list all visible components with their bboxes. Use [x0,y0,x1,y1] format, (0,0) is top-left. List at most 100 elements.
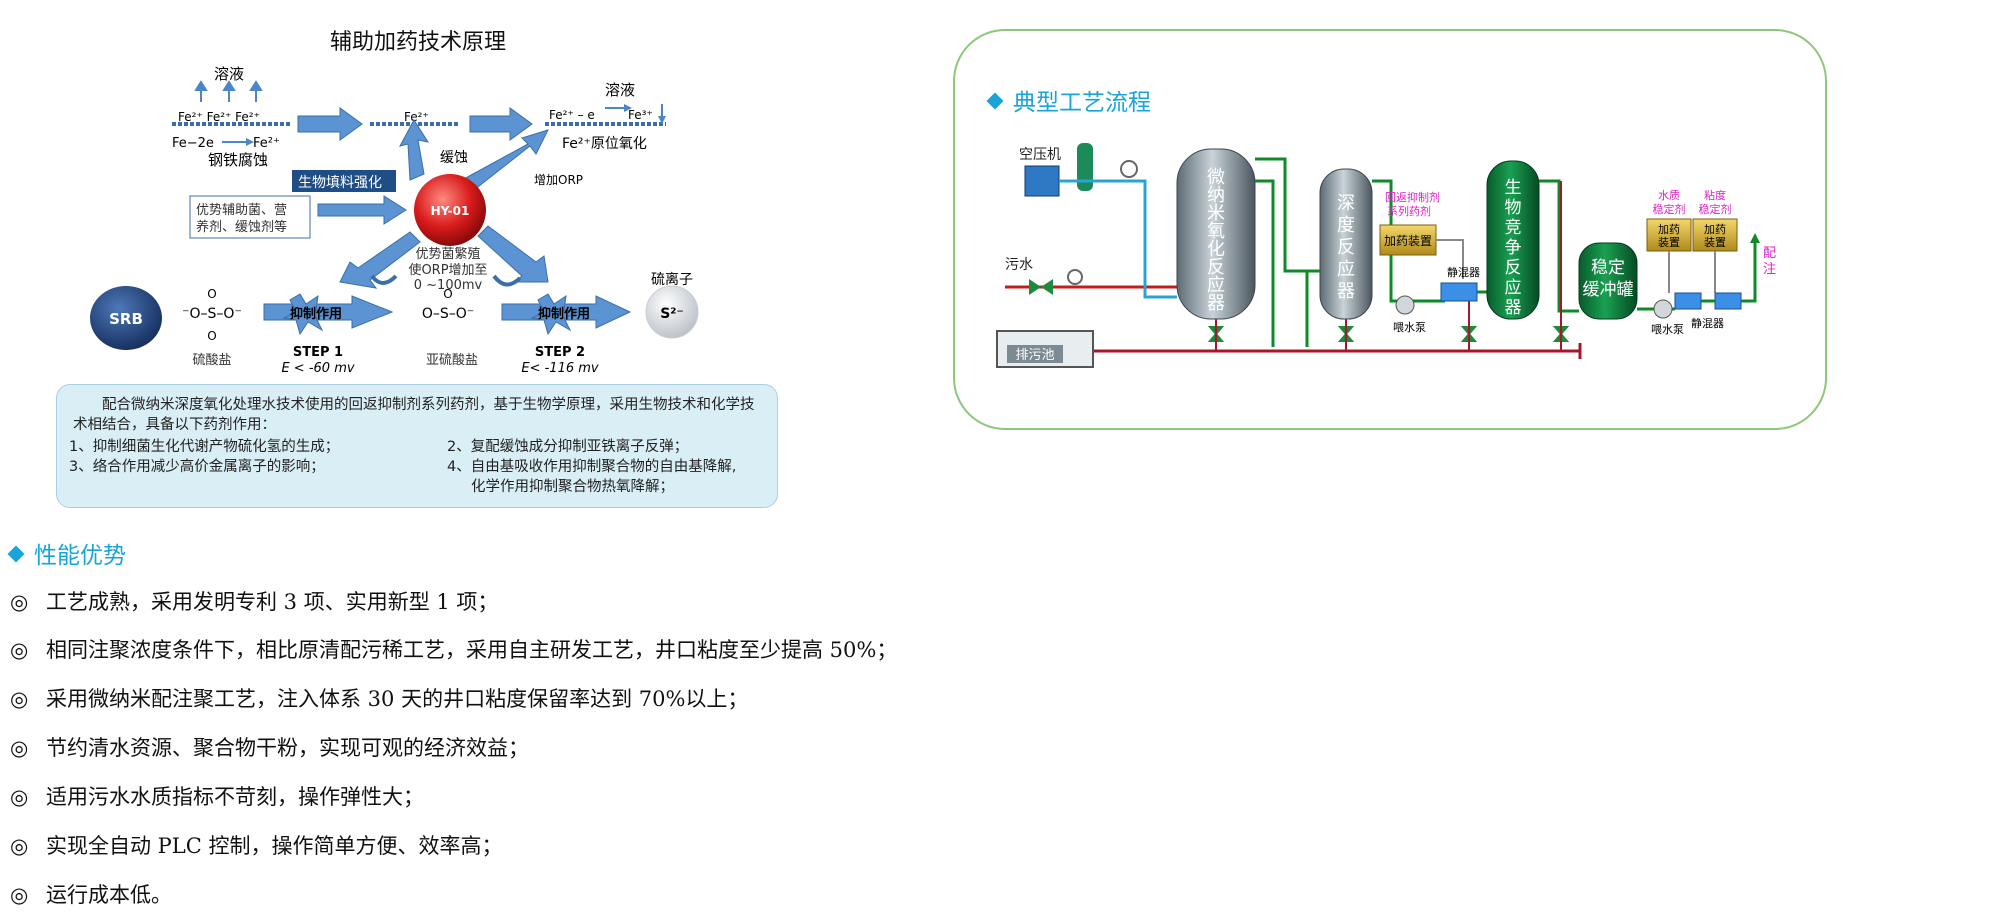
svg-text:应: 应 [1337,259,1355,280]
circle-bullet-icon: ◎ [10,834,29,858]
svg-text:O: O [207,287,216,301]
process-flow-panel: 典型工艺流程 空压机 污水 微 纳 米 [953,29,1827,430]
principle-title: 辅助加药技术原理 [330,30,507,55]
sulfide-label: 硫离子 [651,271,693,288]
circle-bullet-icon: ◎ [10,785,29,809]
flow-arrow-2 [469,107,533,141]
description-intro: 配合微纳米深度氧化处理水技术使用的回返抑制剂系列药剂，基于生物学原理，采用生物技… [73,397,755,433]
svg-text:器: 器 [1207,293,1225,314]
bio-filler-label: 生物填料强化 [298,175,382,191]
solution-left-label: 溶液 [214,65,244,83]
svg-text:氧: 氧 [1207,221,1225,242]
injection-label-2: 注 [1763,262,1776,277]
principle-diagram: 辅助加药技术原理 溶液 Fe²⁺ Fe²⁺ Fe²⁺ Fe−2e Fe²⁺ 钢铁… [0,0,790,510]
in-situ-oxidation-label: Fe²⁺原位氧化 [562,136,647,152]
buffer-tank [1578,242,1638,320]
fe3-label: Fe³⁺ [628,108,653,122]
mixer-2a [1674,292,1702,310]
advantage-item-3: ◎采用微纳米配注聚工艺，注入体系 30 天的井口粘度保留率达到 70%以上； [10,687,749,711]
description-item-2: 2、复配缓蚀成分抑制亚铁离子反弹； [447,439,689,455]
svg-text:反: 反 [1207,257,1225,278]
advantage-item-2: ◎相同注聚浓度条件下，相比原清配污稀工艺，采用自主研发工艺，井口粘度至少提高 5… [10,638,898,662]
svg-text:加药: 加药 [1658,223,1680,236]
diamond-bullet-icon [7,545,25,562]
svg-text:器: 器 [1337,281,1355,302]
buffer-tank-label-2: 缓冲罐 [1583,280,1634,300]
fe-mid-label: Fe²⁺ [404,110,429,124]
s2-label: S²⁻ [660,306,684,322]
fe-ox-label: Fe²⁺ – e [549,108,595,122]
helpers-label-1: 优势辅助菌、营 [196,202,287,218]
down-left-arrow [339,231,421,289]
sludge-pool-label: 排污池 [1015,348,1054,363]
hy01-label: HY-01 [431,204,470,218]
sewage-label: 污水 [1005,257,1033,273]
svg-text:O: O [443,287,452,301]
air-tank-icon [1077,143,1093,191]
viscosity-stabilizer-1: 粘度 [1704,188,1726,202]
injection-label-1: 配 [1763,246,1776,261]
mixer-2b [1714,292,1742,310]
water-stabilizer-2: 稳定剂 [1653,202,1686,216]
diag-arrow-orp [461,129,549,191]
svg-text:化: 化 [1207,239,1225,260]
svg-text:竞: 竞 [1505,218,1522,238]
reactor-3 [1486,160,1540,320]
dissolve-arrows [194,80,263,102]
advantage-item-7: ◎运行成本低。 [10,883,172,907]
air-pipe [1059,179,1177,299]
helpers-label-2: 养剂、缓蚀剂等 [196,219,287,235]
dominant-label: 优势菌繁殖 [415,246,480,262]
svg-text:应: 应 [1505,278,1522,298]
down-right-arrow [477,225,549,283]
circle-bullet-icon: ◎ [10,590,29,614]
reactor-3-label: 生 物 竞 争 反 应 器 [1505,178,1522,318]
pump-2-icon [1653,299,1673,319]
sulfite-label: 亚硫酸盐 [426,353,478,368]
mixer-1-label: 静混器 [1447,265,1480,279]
air-compressor-icon [1024,165,1060,197]
arrow-helpers [317,195,407,225]
pump-1-icon [1395,295,1415,315]
mixer-2-label: 静混器 [1691,316,1724,330]
sulfite-struct: O–S–O⁻ [422,306,474,322]
fe-eq-left: Fe−2e [172,136,214,151]
svg-text:米: 米 [1207,203,1225,224]
sulfate-label: 硫酸盐 [192,353,231,368]
fe-eq-right: Fe²⁺ [253,136,280,151]
advantage-item-5: ◎适用污水水质指标不苛刻，操作弹性大； [10,785,424,809]
hy01-sphere [414,174,486,246]
water-stabilizer-1: 水质 [1658,189,1680,202]
up-arrow-corrosion [399,119,430,181]
sulfate-struct: ⁻O–S–O⁻ [182,306,242,322]
svg-text:应: 应 [1207,275,1225,296]
svg-text:反: 反 [1505,258,1522,278]
pump-1-label: 喂水泵 [1393,321,1426,334]
pipe-r1-r2 [1255,157,1320,273]
description-item-1: 1、抑制细菌生化代谢产物硫化氢的生成； [69,439,340,455]
dosing-title-1: 回返抑制剂 [1385,190,1440,204]
steel-corrosion-label: 钢铁腐蚀 [208,151,268,169]
advantages-title: 性能优势 [7,536,126,570]
advantage-item-4: ◎节约清水资源、聚合物干粉，实现可观的经济效益； [10,736,529,760]
svg-text:度: 度 [1337,215,1355,236]
svg-text:深: 深 [1337,193,1355,214]
pipe-r1-out [1255,179,1275,347]
flowmeter-icon [1067,269,1083,285]
svg-text:生: 生 [1505,178,1522,198]
svg-text:加药: 加药 [1704,223,1726,236]
gauge-icon [1120,160,1138,178]
circle-bullet-icon: ◎ [10,638,29,662]
description-item-3: 3、络合作用减少高价金属离子的影响； [69,459,325,475]
circle-bullet-icon: ◎ [10,883,29,907]
svg-text:争: 争 [1505,238,1522,258]
advantage-item-1: ◎工艺成熟，采用发明专利 3 项、实用新型 1 项； [10,590,499,614]
step1-label: STEP 1 [293,345,343,360]
cycle-arrow-2 [492,274,522,287]
mixer-1 [1440,282,1478,302]
svg-text:O: O [207,329,216,343]
viscosity-stabilizer-2: 稳定剂 [1699,202,1732,216]
helpers-box [189,195,311,239]
pump-2-label: 喂水泵 [1651,323,1684,336]
dosing-device-3 [1692,218,1738,252]
